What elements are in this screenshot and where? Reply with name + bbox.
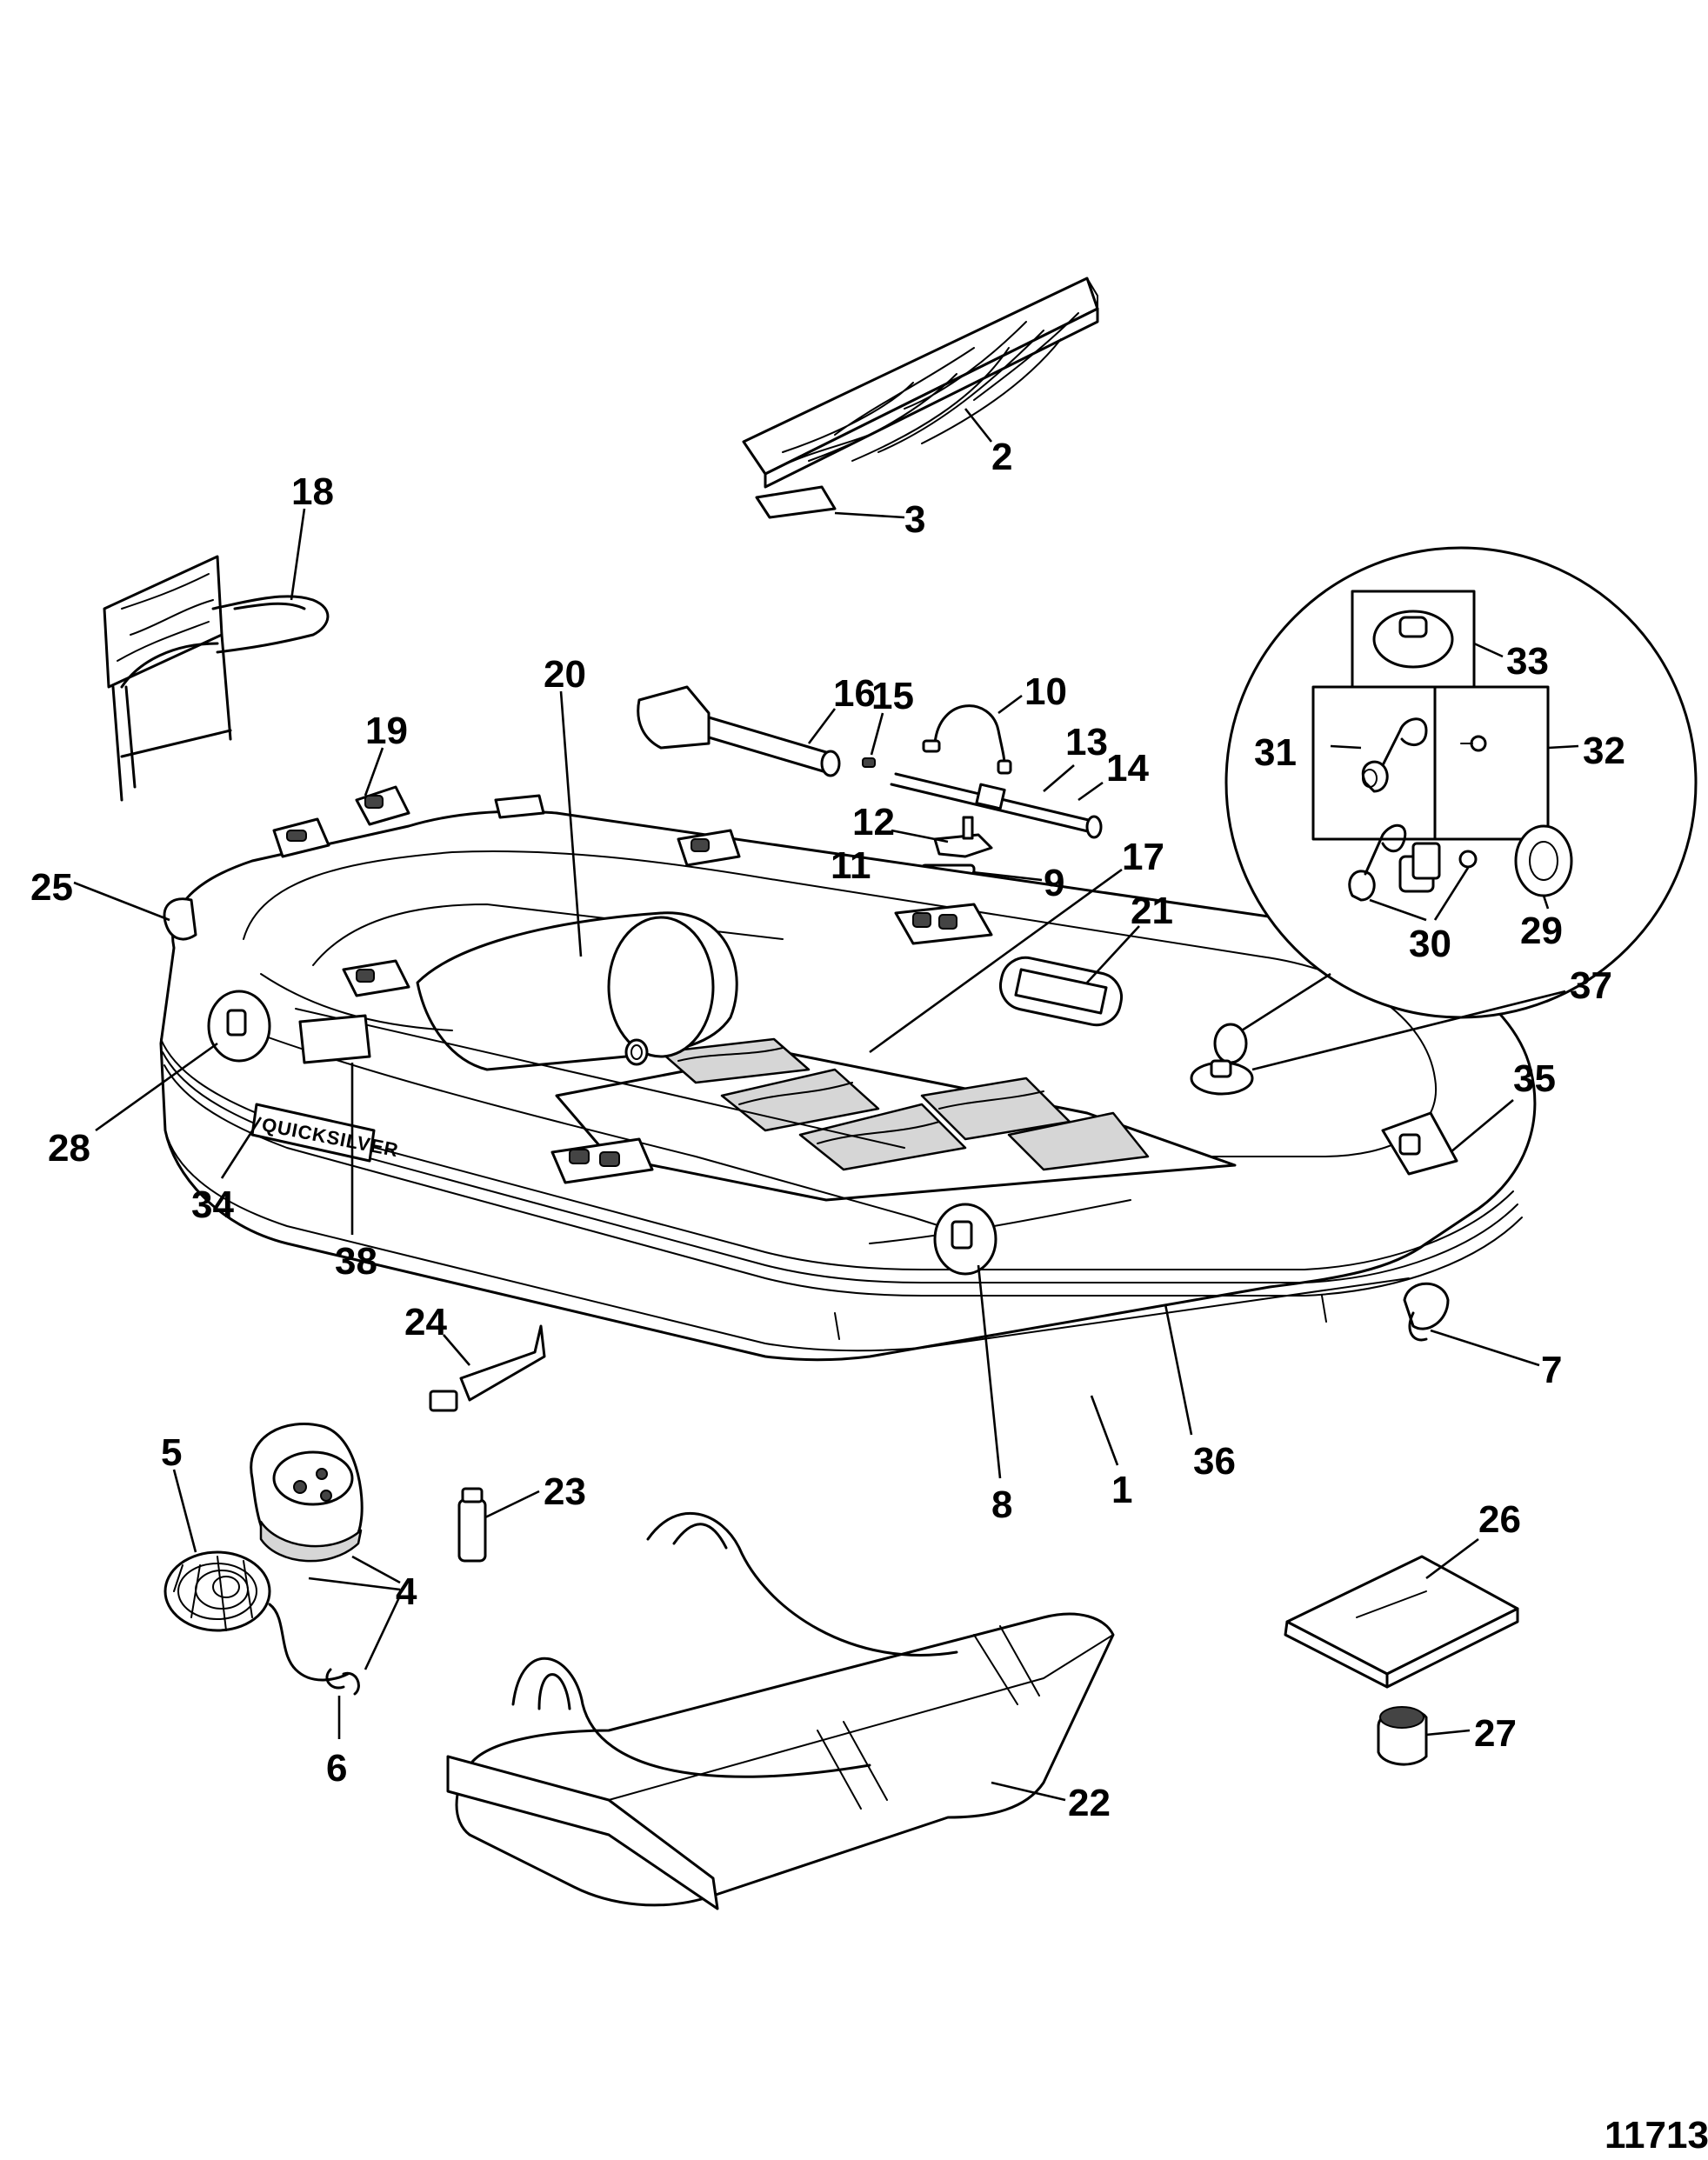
valve-cap-part <box>1190 990 1566 1096</box>
callout-1: 1 <box>1111 1469 1132 1511</box>
callout-30: 30 <box>1409 923 1451 965</box>
callout-38: 38 <box>335 1240 377 1283</box>
callout-17: 17 <box>1122 836 1164 878</box>
callout-11: 11 <box>831 844 871 887</box>
callout-13: 13 <box>1065 721 1108 763</box>
callout-36: 36 <box>1193 1440 1236 1483</box>
stern-d-ring-part <box>1403 1282 1540 1367</box>
callout-22: 22 <box>1068 1782 1111 1824</box>
callout-32: 32 <box>1583 730 1625 772</box>
callout-18: 18 <box>291 470 334 513</box>
callout-31: 31 <box>1254 731 1297 774</box>
inflatable-boat-hull <box>159 810 1537 1362</box>
figure-number: 11713 <box>1605 2114 1708 2157</box>
callout-29: 29 <box>1520 910 1563 952</box>
oar-pin-part <box>862 712 884 768</box>
callout-34: 34 <box>191 1183 234 1226</box>
foot-pump-part <box>250 1423 401 1584</box>
bow-valve-patch-part <box>207 990 271 1063</box>
callout-3: 3 <box>904 498 925 541</box>
callout-15: 15 <box>871 675 914 717</box>
callout-7: 7 <box>1541 1349 1562 1391</box>
oar-holder-patches <box>272 785 993 1184</box>
callout-10: 10 <box>1024 670 1067 713</box>
callout-33: 33 <box>1506 640 1549 683</box>
callout-2: 2 <box>991 436 1012 478</box>
callout-14: 14 <box>1106 747 1149 790</box>
valve-detail-inset <box>1224 546 1698 1037</box>
stern-valve-part <box>1213 1023 1248 1064</box>
callout-19: 19 <box>365 710 408 752</box>
transom-board-part <box>742 277 1099 489</box>
floor-fitting-part <box>624 1038 649 1066</box>
oar-part <box>637 685 841 777</box>
carry-bag-part <box>446 1512 1115 1910</box>
callout-35: 35 <box>1513 1057 1556 1100</box>
repair-tape-part <box>1377 1706 1471 1766</box>
adhesive-bottle-part <box>457 1487 540 1563</box>
callout-9: 9 <box>1044 862 1064 904</box>
towing-handle-part <box>163 794 545 941</box>
motor-mount-bracket-part <box>103 508 330 802</box>
callout-24: 24 <box>404 1301 447 1343</box>
callout-5: 5 <box>161 1431 182 1474</box>
side-inflation-valve-part <box>933 1203 1002 1479</box>
callout-16: 16 <box>833 672 876 715</box>
stern-valve-patch-part <box>1381 1099 1514 1176</box>
oar-shaft-part <box>890 764 1104 839</box>
callout-8: 8 <box>991 1483 1012 1526</box>
capacity-plate-part <box>298 1014 371 1064</box>
repair-patch-part <box>1284 1537 1519 1689</box>
callout-26: 26 <box>1478 1498 1521 1541</box>
callout-25: 25 <box>30 866 73 909</box>
hose-adapter-part <box>325 1595 402 1739</box>
callout-20: 20 <box>544 653 586 696</box>
glue-tube-part <box>429 1324 546 1412</box>
pump-hose-part <box>163 1469 401 1682</box>
callout-37: 37 <box>1570 964 1612 1007</box>
callout-6: 6 <box>326 1747 347 1790</box>
callout-21: 21 <box>1131 890 1173 932</box>
inspection-port-part <box>999 956 1123 1027</box>
callout-27: 27 <box>1474 1712 1517 1755</box>
oar-lanyard-part <box>922 694 1023 775</box>
oarlock-part <box>891 816 993 858</box>
callout-4: 4 <box>396 1570 417 1613</box>
callout-labels: 1 2 3 4 5 6 7 8 9 10 11 12 13 14 15 16 1… <box>30 436 1625 1824</box>
callout-12: 12 <box>852 801 895 843</box>
callout-28: 28 <box>48 1127 90 1170</box>
callout-23: 23 <box>544 1470 586 1513</box>
transom-plate-part <box>755 485 905 519</box>
